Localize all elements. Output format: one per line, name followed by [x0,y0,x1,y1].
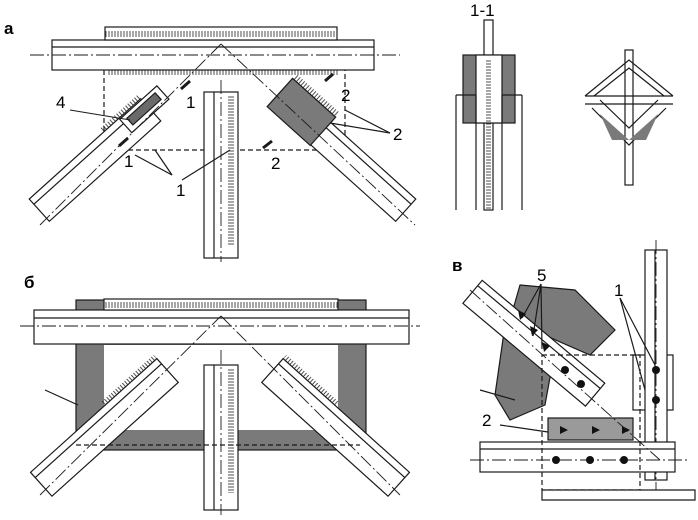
cross-section [584,49,674,186]
panel-label-c: в [452,256,462,275]
panel-a [28,26,417,262]
bolts-c [518,310,660,464]
callout-1-cut: 1 [186,93,195,112]
axis-left-diagonal-a [39,43,222,226]
weld-top-a [105,31,337,37]
plate-2-c [547,417,634,441]
gusset-plate-2-a [266,73,340,147]
section-1-1 [455,19,523,211]
section-mark [118,136,129,148]
callout-1-bottom: 1 [176,181,185,200]
left-diagonal-b [29,354,180,498]
axis-right-diagonal-a [220,43,416,226]
panel-c [462,240,696,501]
callout-2-c: 2 [482,411,491,430]
panel-label-a: а [4,19,14,38]
top-chord-b [33,309,410,345]
callout-5: 5 [537,266,546,285]
panel-b [20,298,420,515]
section-mark [180,79,191,91]
left-diagonal-a [28,94,162,223]
section-label: 1-1 [470,1,495,20]
callout-2-cut-top: 2 [341,86,350,105]
panel-label-b: б [24,273,35,292]
callout-2-bottom: 2 [271,154,280,173]
weld-bottom-a [108,70,338,75]
bottom-chord-c [479,441,676,473]
section-mark [262,139,273,150]
right-diagonal-b [260,354,411,498]
callout-1-left: 1 [124,152,133,171]
callout-4: 4 [56,93,65,112]
splice-plate-4 [118,84,170,134]
callout-2-right: 2 [393,125,402,144]
section-mark [324,72,334,83]
vertical-weld-a [228,95,234,245]
callout-1-c: 1 [614,281,623,300]
